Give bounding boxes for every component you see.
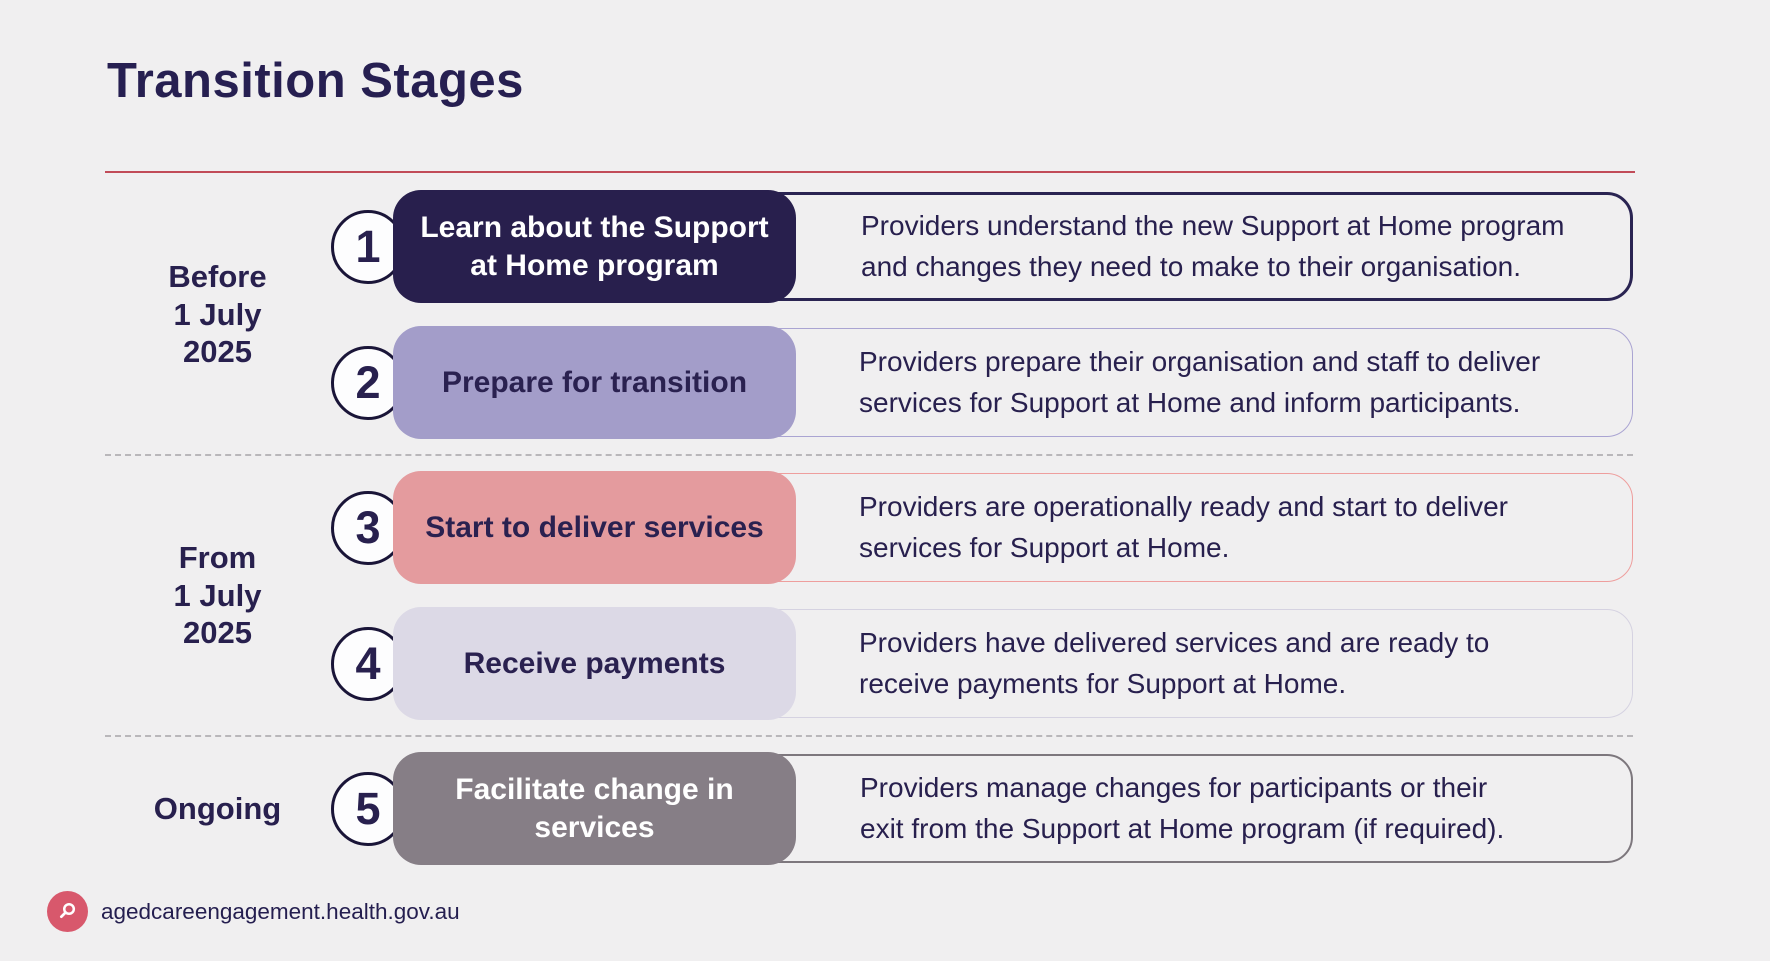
stage-5-description-box: Providers manage changes for participant…	[420, 754, 1633, 863]
stage-row-4: Providers have delivered services and ar…	[330, 607, 1633, 720]
footer: agedcareengagement.health.gov.au	[47, 891, 460, 932]
stage-group-ongoing: Ongoing Providers manage changes for par…	[105, 752, 1633, 865]
stage-1-number-circle: 1	[331, 209, 405, 284]
stage-1-title: Learn about the Support at Home program	[420, 211, 769, 282]
stage-4-pill: Receive payments	[393, 607, 796, 720]
stage-row-3: Providers are operationally ready and st…	[330, 471, 1633, 584]
stage-3-title: Start to deliver services	[425, 510, 764, 544]
stage-2-pill: Prepare for transition	[393, 326, 796, 439]
stage-5-description: Providers manage changes for participant…	[860, 772, 1505, 844]
stage-3-number-circle: 3	[331, 490, 405, 565]
stage-3-number: 3	[355, 501, 381, 553]
stage-2-description: Providers prepare their organisation and…	[859, 346, 1541, 418]
stage-4-number: 4	[355, 637, 381, 689]
stage-2-number: 2	[355, 356, 381, 408]
stage-2-number-circle: 2	[331, 345, 405, 420]
group-divider-1	[105, 454, 1633, 456]
stage-row-1: Providers understand the new Support at …	[330, 190, 1633, 303]
stage-3-description-box: Providers are operationally ready and st…	[420, 473, 1633, 582]
stage-2-description-box: Providers prepare their organisation and…	[420, 328, 1633, 437]
stage-5-title: Facilitate change in services	[455, 773, 734, 844]
page-title: Transition Stages	[107, 54, 524, 108]
stage-row-5: Providers manage changes for participant…	[330, 752, 1633, 865]
footer-url: agedcareengagement.health.gov.au	[101, 898, 460, 924]
stages-diagram: Before 1 July 2025 Providers understand …	[105, 190, 1633, 865]
group-label-before: Before 1 July 2025	[168, 258, 267, 370]
stage-2-title: Prepare for transition	[441, 365, 748, 399]
stage-5-pill: Facilitate change in services	[393, 752, 796, 865]
stage-4-title: Receive payments	[463, 646, 726, 680]
stage-5-number-circle: 5	[331, 771, 405, 846]
stage-5-number: 5	[355, 782, 381, 834]
stage-group-before: Before 1 July 2025 Providers understand …	[105, 190, 1633, 439]
stage-3-pill: Start to deliver services	[393, 471, 796, 584]
group-label-from: From 1 July 2025	[173, 539, 262, 651]
search-icon	[47, 891, 88, 932]
stage-4-description: Providers have delivered services and ar…	[859, 627, 1490, 699]
stage-1-pill: Learn about the Support at Home program	[393, 190, 796, 303]
stage-row-2: Providers prepare their organisation and…	[330, 326, 1633, 439]
stage-3-description: Providers are operationally ready and st…	[859, 491, 1509, 563]
group-divider-2	[105, 735, 1633, 737]
title-underline-rule	[105, 171, 1635, 173]
stage-4-description-box: Providers have delivered services and ar…	[420, 609, 1633, 718]
stage-group-from: From 1 July 2025 Providers are operation…	[105, 471, 1633, 720]
group-label-ongoing: Ongoing	[153, 790, 282, 826]
stage-1-description: Providers understand the new Support at …	[861, 210, 1565, 282]
stage-1-number: 1	[355, 220, 381, 272]
stage-1-description-box: Providers understand the new Support at …	[420, 192, 1633, 301]
